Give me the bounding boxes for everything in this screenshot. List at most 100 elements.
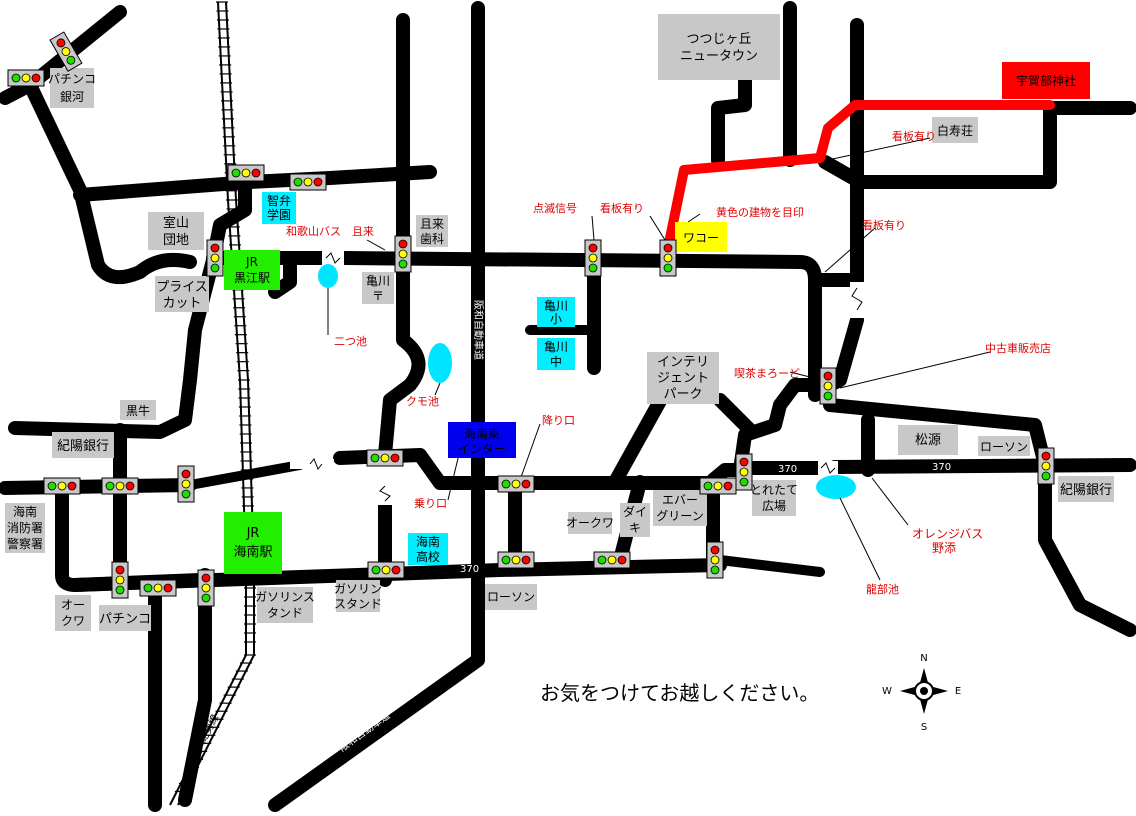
svg-text:消防署: 消防署 xyxy=(7,520,43,535)
box-toretate xyxy=(752,480,796,516)
svg-text:銀河: 銀河 xyxy=(60,90,84,104)
traffic-light xyxy=(7,69,45,87)
label-yellow-building: 黄色の建物を目印 xyxy=(716,205,804,219)
svg-text:ガソリン: ガソリン xyxy=(334,582,382,596)
svg-text:グリーン: グリーン xyxy=(656,509,703,523)
svg-text:紀陽銀行: 紀陽銀行 xyxy=(1060,483,1112,498)
box-hakujuso xyxy=(932,117,978,143)
road-nw-branch xyxy=(0,78,37,105)
svg-text:海南: 海南 xyxy=(13,504,37,519)
traffic-light xyxy=(197,569,215,607)
annotations: 看板有り 看板有り 看板有り 点滅信号 黄色の建物を目印 和歌山バス 且来 二つ… xyxy=(286,129,1051,596)
svg-text:キ: キ xyxy=(629,521,641,535)
svg-text:ジェント: ジェント xyxy=(657,371,709,386)
traffic-light xyxy=(497,475,535,493)
box-arakuru-shika xyxy=(416,215,448,247)
box-tsutsujigaoka xyxy=(658,14,780,80)
svg-text:警察署: 警察署 xyxy=(7,536,43,551)
box-kamegawa-post xyxy=(362,272,394,304)
box-kainan-station xyxy=(224,512,282,574)
box-lawson-right xyxy=(978,436,1030,456)
traffic-light xyxy=(497,551,535,569)
box-kainan-high xyxy=(408,533,448,565)
svg-text:歯科: 歯科 xyxy=(420,232,444,246)
route-370-label-a: 370 xyxy=(460,564,479,575)
road-ip-right xyxy=(713,393,757,437)
label-hanwa-vertical: 阪和自動車道 xyxy=(472,300,485,360)
svg-text:E: E xyxy=(955,686,961,697)
svg-text:智弁: 智弁 xyxy=(267,193,291,208)
traffic-light xyxy=(584,239,602,277)
svg-text:中: 中 xyxy=(550,354,562,369)
traffic-light xyxy=(177,465,195,503)
traffic-light xyxy=(227,164,265,182)
svg-text:ワコー: ワコー xyxy=(683,231,719,245)
svg-text:W: W xyxy=(882,686,892,697)
road-ip-to-kissa xyxy=(706,378,837,487)
svg-text:JR: JR xyxy=(246,526,260,541)
svg-text:エバー: エバー xyxy=(662,493,698,507)
box-daiki xyxy=(620,503,650,537)
svg-text:N: N xyxy=(920,653,927,664)
box-chiben xyxy=(262,192,296,224)
svg-text:オークワ: オークワ xyxy=(566,516,614,530)
traffic-light xyxy=(699,477,737,495)
svg-text:カット: カット xyxy=(162,296,201,311)
svg-text:黒牛: 黒牛 xyxy=(126,403,150,418)
box-kiyo-bank-left xyxy=(52,432,114,458)
pond-kumoike xyxy=(428,343,452,383)
svg-text:亀川: 亀川 xyxy=(544,340,568,354)
svg-text:室山: 室山 xyxy=(163,215,189,231)
svg-text:タンド: タンド xyxy=(267,606,303,620)
label-orange-bus-1: オレンジバス xyxy=(912,527,983,541)
label-ryubuike: 龍部池 xyxy=(866,582,899,596)
label-tenmetsu: 点滅信号 xyxy=(533,202,577,215)
traffic-light xyxy=(111,561,129,599)
svg-text:パチンコ: パチンコ xyxy=(99,612,151,627)
svg-text:パチンコ: パチンコ xyxy=(48,72,96,86)
box-kamegawa-sho xyxy=(537,297,575,327)
closing-message: お気をつけてお越しください。 xyxy=(540,681,819,705)
svg-text:ダイ: ダイ xyxy=(623,504,647,519)
label-kumoike: クモ池 xyxy=(406,395,439,408)
svg-text:S: S xyxy=(921,722,927,733)
svg-text:スタンド: スタンド xyxy=(334,597,382,611)
route370-south xyxy=(68,558,727,592)
road-fire-loop xyxy=(55,488,207,592)
landmarks: パチンコ 銀河 つつじヶ丘 ニュータウン 宇賀部神社 白寿荘 ワコー 智弁 学園… xyxy=(5,14,1114,631)
svg-text:海南東: 海南東 xyxy=(464,426,500,441)
road-south-down xyxy=(178,568,212,807)
svg-text:白寿荘: 白寿荘 xyxy=(937,123,973,138)
box-kuroushi xyxy=(120,400,156,420)
svg-text:広場: 広場 xyxy=(762,499,786,513)
compass-rose: N S W E xyxy=(882,653,961,733)
road-kainan-north xyxy=(0,478,197,495)
box-matsugen xyxy=(898,425,958,455)
svg-text:つつじヶ丘: つつじヶ丘 xyxy=(686,32,751,47)
road-tsutsuji-1 xyxy=(711,71,752,167)
box-kainan-higashi-ic xyxy=(448,422,516,458)
road-nw-diagonal xyxy=(23,5,197,285)
svg-text:小: 小 xyxy=(550,312,562,326)
box-kainan-fire xyxy=(5,503,45,553)
traffic-light xyxy=(43,477,81,495)
route370-east-2 xyxy=(828,458,1136,474)
box-muroyama xyxy=(148,212,204,250)
leader-lines xyxy=(327,137,991,581)
road-matsugen xyxy=(823,398,1136,637)
road-breaks xyxy=(290,251,864,505)
svg-text:オー: オー xyxy=(61,598,85,612)
traffic-signals xyxy=(7,31,1055,607)
box-okuwa-mid xyxy=(568,512,612,534)
svg-text:海南: 海南 xyxy=(416,534,440,549)
svg-text:団地: 団地 xyxy=(163,233,189,248)
box-ugabe-jinja xyxy=(1002,62,1090,99)
svg-text:パーク: パーク xyxy=(663,387,702,402)
svg-text:JR: JR xyxy=(245,255,258,269)
label-kanban-2: 看板有り xyxy=(600,201,644,215)
traffic-light xyxy=(289,173,327,191)
traffic-light xyxy=(706,541,724,579)
road-kuroe-north xyxy=(8,175,252,439)
box-pachinko-left xyxy=(99,605,151,631)
box-ever-green xyxy=(653,490,707,526)
